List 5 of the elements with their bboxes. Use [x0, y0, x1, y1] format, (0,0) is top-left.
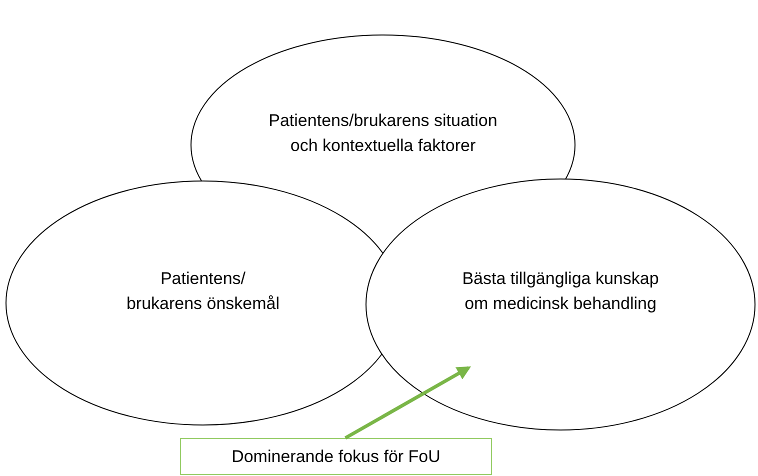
ellipse-label: Bästa tillgängliga kunskap om medicinsk behandling: [461, 268, 660, 314]
arrow: [344, 366, 472, 440]
ellipse-label: Patientens/brukarens situation och kontextuella faktorer: [268, 110, 498, 157]
ellipse-label: Patientens/ brukarens önskemål: [125, 268, 281, 315]
callout-box: Dominerande fokus för FoU: [180, 438, 492, 475]
